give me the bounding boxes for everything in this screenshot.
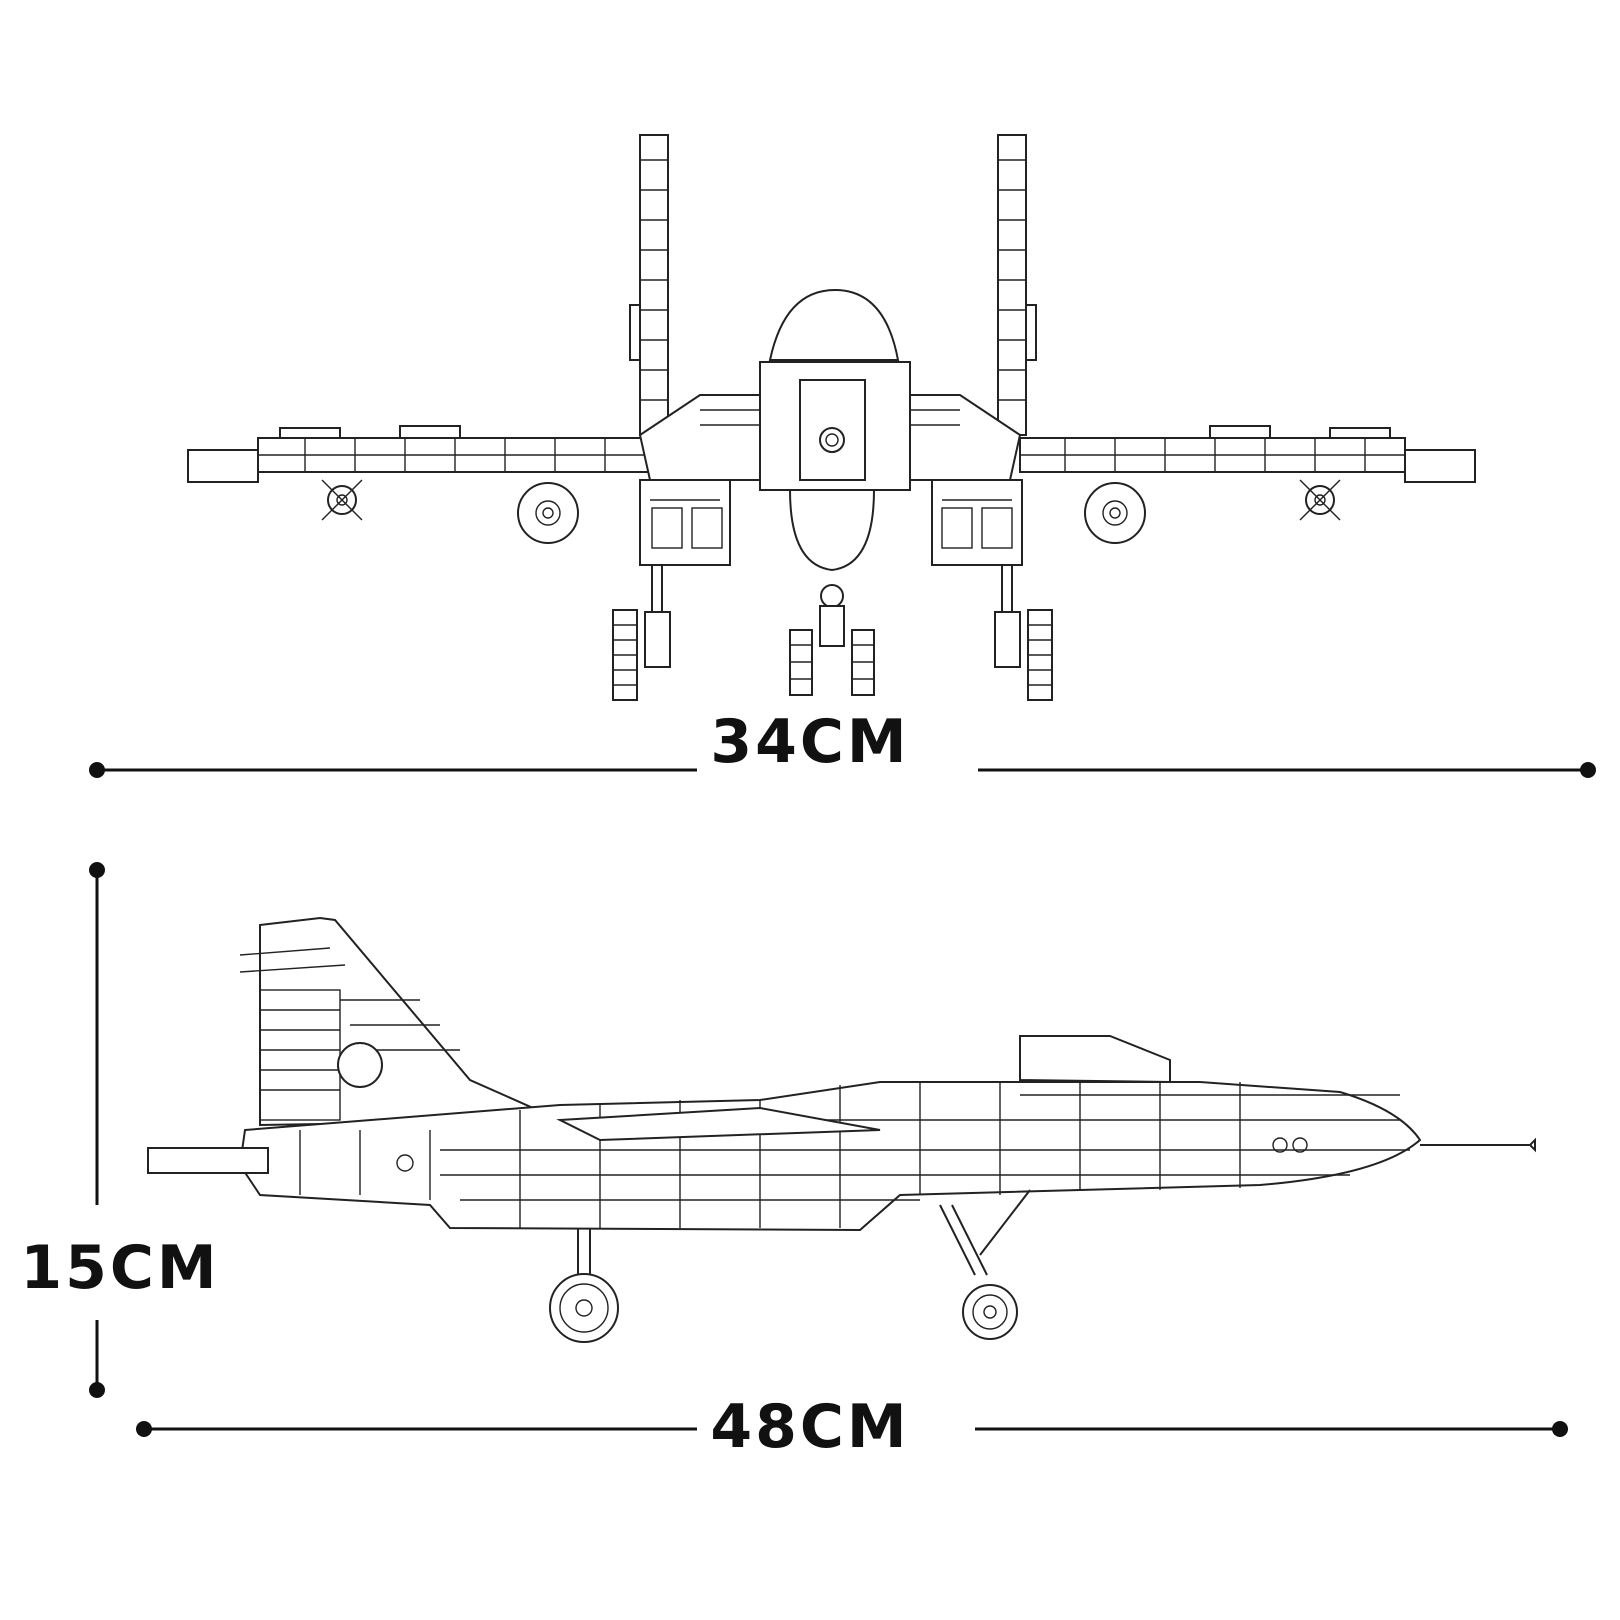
height-dimension-line — [89, 862, 105, 1398]
length-dimension-line — [136, 1421, 1568, 1437]
length-label: 48CM — [710, 1392, 910, 1462]
side-fuselage — [147, 1035, 1536, 1232]
side-vertical-tail — [239, 916, 561, 1127]
front-view-landing-gear — [612, 565, 1053, 701]
front-fuselage — [638, 288, 1023, 572]
side-view-aircraft — [147, 916, 1536, 1343]
front-view-aircraft — [187, 134, 1476, 701]
underwing-stores — [321, 479, 1341, 544]
width-label: 34CM — [710, 707, 910, 777]
height-label: 15CM — [20, 1233, 220, 1303]
right-vertical-tail — [997, 134, 1037, 436]
wings — [187, 425, 1476, 483]
side-view-landing-gear — [549, 1189, 1031, 1343]
left-vertical-tail — [629, 134, 669, 436]
width-dimension-line — [89, 762, 1596, 778]
